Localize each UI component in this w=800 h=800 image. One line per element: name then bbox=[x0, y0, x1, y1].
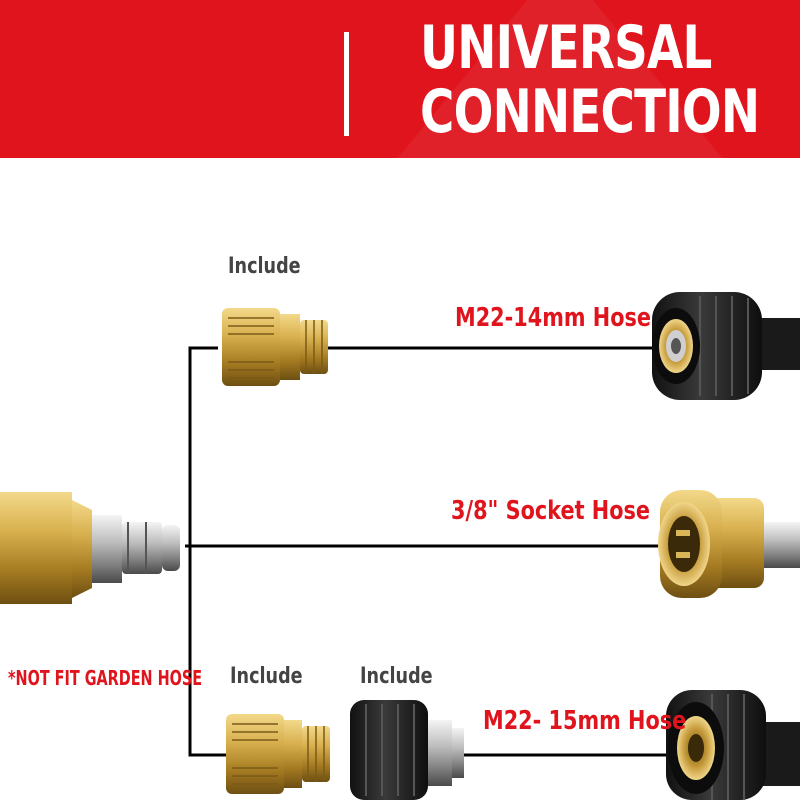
socket-coupler-fitting bbox=[658, 490, 800, 598]
header-banner: UNIVERSAL CONNECTION bbox=[0, 0, 800, 158]
m22-15mm-fitting bbox=[666, 690, 800, 800]
banner-triangle-decoration bbox=[380, 0, 740, 158]
banner-divider bbox=[344, 32, 349, 136]
hose-label-m22-14mm: M22-14mm Hose bbox=[455, 303, 651, 333]
not-fit-garden-hose-note: *NOT FIT GARDEN HOSE bbox=[8, 666, 203, 690]
m22-14mm-fitting bbox=[652, 292, 800, 400]
brass-adapter-bottom bbox=[226, 714, 330, 794]
brass-adapter-top bbox=[222, 308, 328, 386]
pressure-washer-plug bbox=[0, 492, 180, 604]
include-label-bottom-left: Include bbox=[230, 664, 303, 689]
title-line-2: CONNECTION bbox=[420, 77, 760, 147]
black-m22-adapter bbox=[350, 700, 464, 800]
include-label-top: Include bbox=[228, 254, 301, 279]
include-label-bottom-right: Include bbox=[360, 664, 433, 689]
hose-label-m22-15mm: M22- 15mm Hose bbox=[483, 706, 687, 736]
connector-lines bbox=[185, 346, 680, 757]
title-line-1: UNIVERSAL bbox=[420, 13, 712, 83]
hose-label-socket: 3/8" Socket Hose bbox=[451, 496, 650, 526]
